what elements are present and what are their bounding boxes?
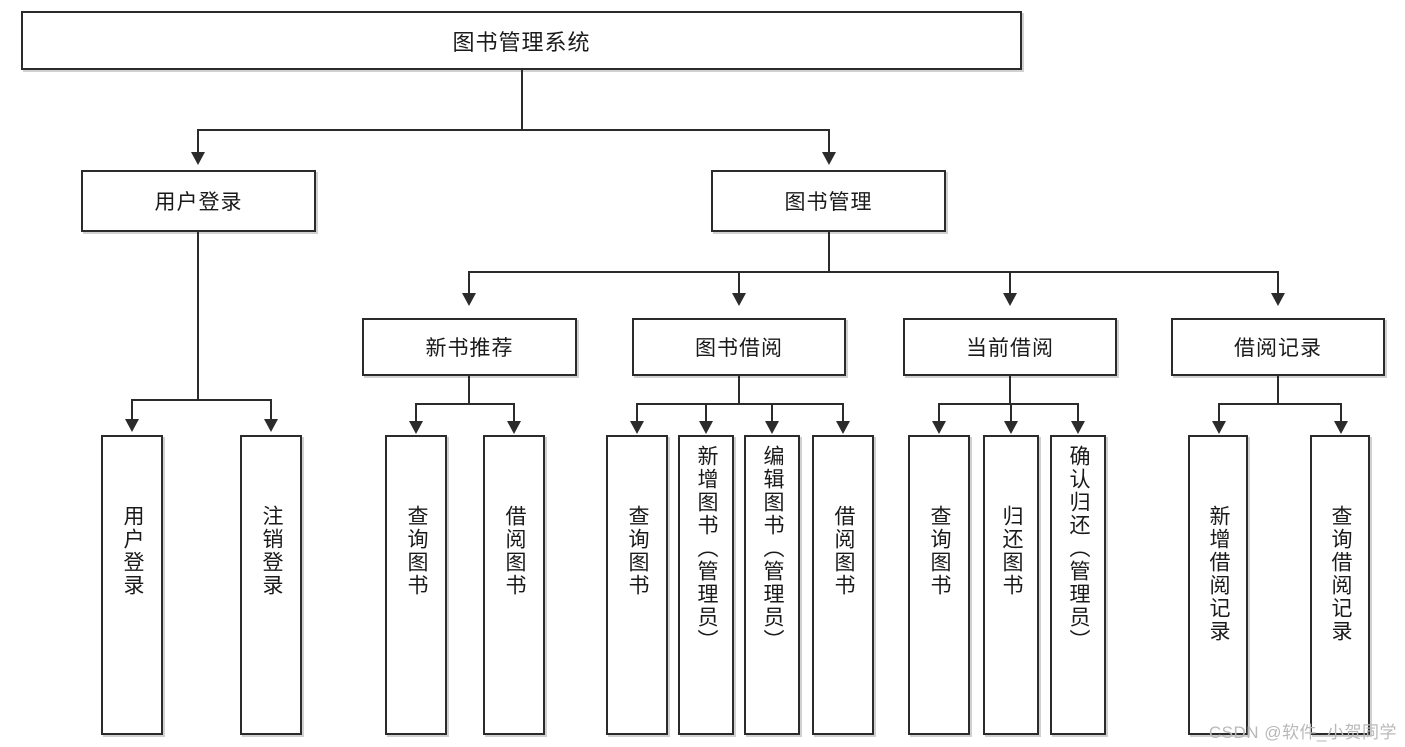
edge-currentborrow-to-confirm bbox=[1077, 403, 1079, 423]
edge-bookmgmt-to-current bbox=[1009, 271, 1011, 295]
edge-bookmgmt-stem bbox=[828, 232, 830, 272]
edge-newbook-stem bbox=[468, 376, 470, 404]
node-label: 图书管理系统 bbox=[452, 29, 591, 55]
arrow-records-to-query bbox=[1334, 421, 1348, 434]
leaf-lend-book[interactable]: 借阅图书 bbox=[812, 435, 874, 735]
arrow-bookmgmt-to-current bbox=[1003, 293, 1017, 306]
arrow-bookborrow-to-add bbox=[699, 421, 713, 434]
leaf-user-logout[interactable]: 注销登录 bbox=[240, 435, 302, 735]
arrow-currentborrow-to-query bbox=[932, 421, 946, 434]
edge-newbook-to-query bbox=[415, 403, 417, 423]
csdn-watermark: CSDN @软件_小贺同学 bbox=[1208, 723, 1397, 742]
node-root-system[interactable]: 图书管理系统 bbox=[21, 11, 1022, 70]
edge-root-to-book-mgmt bbox=[828, 129, 830, 154]
node-borrow-records[interactable]: 借阅记录 bbox=[1171, 318, 1385, 376]
node-label: 注销登录 bbox=[260, 505, 284, 597]
node-label: 确认归还（管理员） bbox=[1067, 445, 1091, 652]
arrow-bookmgmt-to-records bbox=[1271, 293, 1285, 306]
edge-root-bus bbox=[197, 129, 829, 131]
node-label: 借阅图书 bbox=[503, 505, 527, 597]
edge-currentborrow-bus bbox=[938, 403, 1079, 405]
node-label: 查询图书 bbox=[928, 505, 952, 597]
edge-userlogin-to-logout bbox=[270, 399, 272, 421]
node-label: 新增图书（管理员） bbox=[695, 445, 719, 652]
arrow-bookborrow-to-lend bbox=[836, 421, 850, 434]
edge-currentborrow-to-return bbox=[1010, 403, 1012, 423]
edge-bookborrow-to-query bbox=[636, 403, 638, 423]
edge-userlogin-to-login bbox=[131, 399, 133, 421]
node-label: 当前借阅 bbox=[966, 337, 1054, 360]
leaf-add-borrow-record[interactable]: 新增借阅记录 bbox=[1188, 435, 1248, 735]
edge-root-stem bbox=[521, 70, 523, 130]
node-book-management[interactable]: 图书管理 bbox=[711, 170, 946, 232]
leaf-add-book-admin[interactable]: 新增图书（管理员） bbox=[678, 435, 734, 735]
edge-bookborrow-to-lend bbox=[842, 403, 844, 423]
arrow-records-to-add bbox=[1212, 421, 1226, 434]
edge-root-to-user-login bbox=[197, 129, 199, 154]
edge-records-to-add bbox=[1218, 403, 1220, 423]
node-label: 借阅记录 bbox=[1234, 337, 1322, 360]
node-label: 查询图书 bbox=[626, 505, 650, 597]
edge-bookborrow-to-add bbox=[705, 403, 707, 423]
node-label: 借阅图书 bbox=[832, 505, 856, 597]
node-new-book-recommend[interactable]: 新书推荐 bbox=[362, 318, 577, 376]
node-label: 编辑图书（管理员） bbox=[761, 445, 785, 652]
leaf-query-book-current[interactable]: 查询图书 bbox=[908, 435, 970, 735]
arrow-root-to-user-login bbox=[191, 152, 205, 165]
leaf-query-borrow-record[interactable]: 查询借阅记录 bbox=[1310, 435, 1370, 735]
node-user-login[interactable]: 用户登录 bbox=[81, 170, 316, 232]
leaf-borrow-book-recommend[interactable]: 借阅图书 bbox=[483, 435, 545, 735]
edge-records-to-query bbox=[1340, 403, 1342, 423]
arrow-bookborrow-to-query bbox=[630, 421, 644, 434]
edge-records-bus bbox=[1218, 403, 1340, 405]
edge-records-stem bbox=[1277, 376, 1279, 404]
leaf-query-book-borrow[interactable]: 查询图书 bbox=[606, 435, 668, 735]
node-book-borrow[interactable]: 图书借阅 bbox=[632, 318, 846, 376]
edge-bookmgmt-to-borrow bbox=[738, 271, 740, 295]
node-label: 图书管理 bbox=[784, 191, 873, 214]
node-label: 归还图书 bbox=[1000, 505, 1024, 597]
leaf-edit-book-admin[interactable]: 编辑图书（管理员） bbox=[744, 435, 800, 735]
arrow-currentborrow-to-confirm bbox=[1071, 421, 1085, 434]
edge-userlogin-stem bbox=[197, 232, 199, 400]
leaf-user-login[interactable]: 用户登录 bbox=[101, 435, 163, 735]
edge-bookborrow-stem bbox=[738, 376, 740, 404]
edge-currentborrow-to-query bbox=[938, 403, 940, 423]
edge-userlogin-bus bbox=[131, 399, 271, 401]
node-label: 查询借阅记录 bbox=[1329, 505, 1353, 643]
arrow-bookborrow-to-edit bbox=[765, 421, 779, 434]
edge-currentborrow-stem bbox=[1009, 376, 1011, 404]
arrow-userlogin-to-logout bbox=[264, 419, 278, 432]
edge-bookmgmt-to-records bbox=[1277, 271, 1279, 295]
arrow-currentborrow-to-return bbox=[1004, 421, 1018, 434]
node-label: 图书借阅 bbox=[695, 337, 783, 360]
leaf-confirm-return-admin[interactable]: 确认归还（管理员） bbox=[1050, 435, 1106, 735]
node-current-borrow[interactable]: 当前借阅 bbox=[903, 318, 1117, 376]
arrow-bookmgmt-to-newbook bbox=[462, 293, 476, 306]
leaf-return-book[interactable]: 归还图书 bbox=[983, 435, 1039, 735]
node-label: 用户登录 bbox=[154, 191, 243, 214]
edge-bookmgmt-bus bbox=[468, 271, 1279, 273]
edge-bookborrow-to-edit bbox=[771, 403, 773, 423]
node-label: 用户登录 bbox=[121, 505, 145, 597]
arrow-userlogin-to-login bbox=[125, 419, 139, 432]
arrow-newbook-to-query bbox=[409, 421, 423, 434]
arrow-root-to-book-mgmt bbox=[822, 152, 836, 165]
edge-newbook-bus bbox=[415, 403, 514, 405]
edge-bookmgmt-to-newbook bbox=[468, 271, 470, 295]
arrow-newbook-to-borrow bbox=[507, 421, 521, 434]
leaf-query-book-recommend[interactable]: 查询图书 bbox=[385, 435, 447, 735]
node-label: 查询图书 bbox=[405, 505, 429, 597]
node-label: 新书推荐 bbox=[425, 337, 514, 360]
edge-newbook-to-borrow bbox=[513, 403, 515, 423]
edge-bookborrow-bus bbox=[636, 403, 843, 405]
node-label: 新增借阅记录 bbox=[1207, 505, 1231, 643]
arrow-bookmgmt-to-borrow bbox=[732, 293, 746, 306]
